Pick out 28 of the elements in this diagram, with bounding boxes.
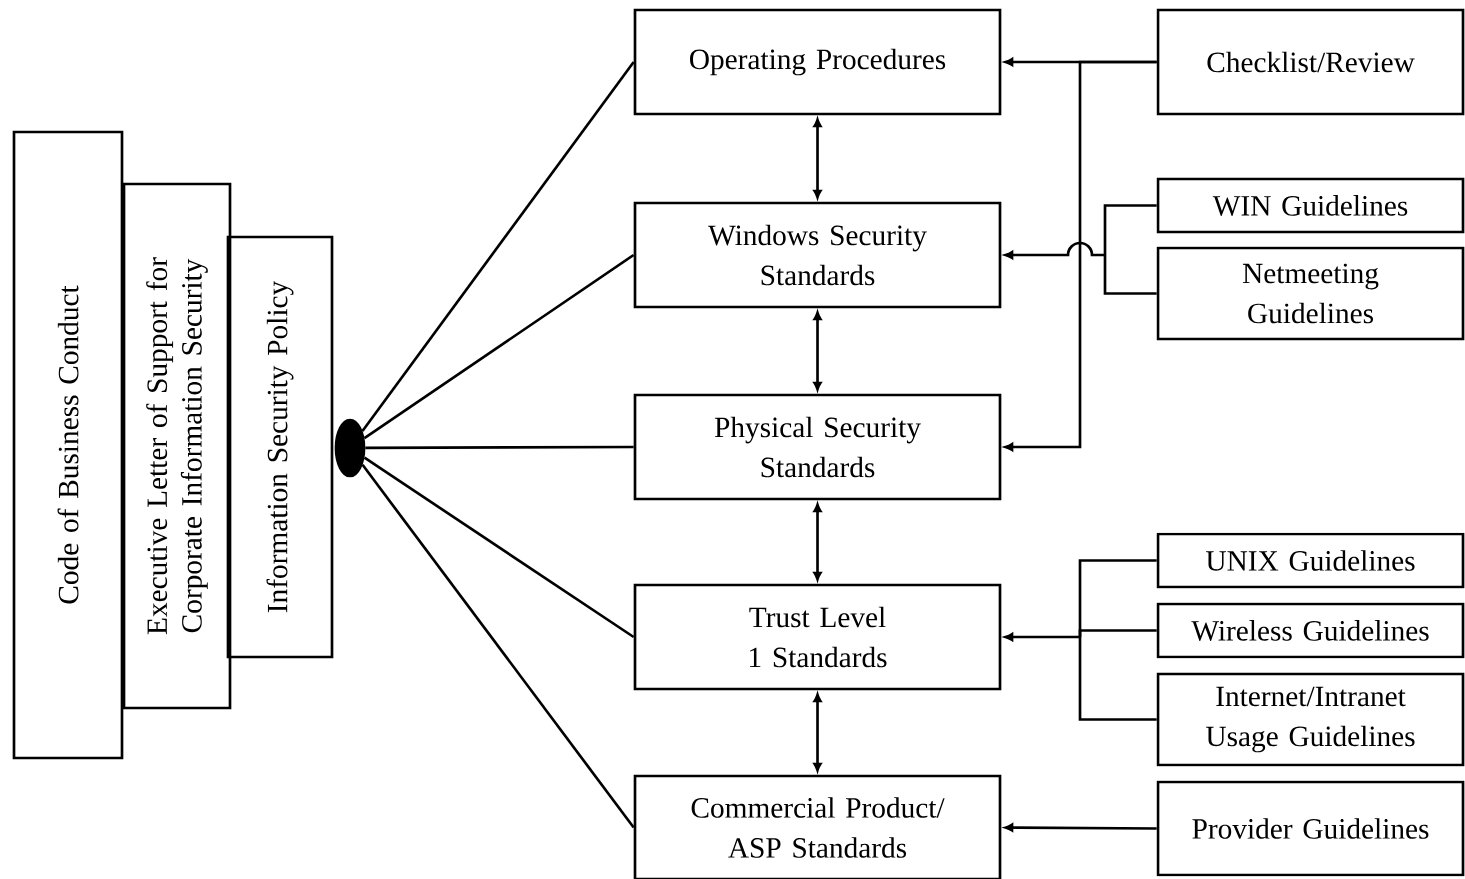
process-box: Netmeeting Guidelines [1156,246,1465,341]
process-box: Provider Guidelines [1156,780,1465,877]
arrow [1004,60,1157,452]
connector-line [1078,637,1157,721]
arrow [1004,241,1105,260]
process-box: Operating Procedures [633,8,1002,116]
arrow [1004,632,1080,642]
connector-line [361,464,635,829]
process-box: Windows Security Standards [633,201,1002,309]
process-box: Checklist/Review [1156,8,1465,116]
process-box: Physical Security Standards [633,393,1002,501]
connector-line [363,253,635,440]
vertical-box: Code of Business Conduct [12,130,124,760]
vertical-box: Information Security Policy [226,235,334,659]
process-box: Internet/Intranet Usage Guidelines [1156,672,1465,767]
junction-dot [334,418,366,478]
process-box: Commercial Product/ ASP Standards [633,774,1002,879]
process-box: Wireless Guidelines [1156,602,1465,659]
connector-line [1103,204,1157,255]
connector-line [361,61,635,432]
connector-line [365,445,634,450]
connector-line [363,456,635,639]
process-box: Trust Level 1 Standards [633,583,1002,691]
vertical-box: Executive Letter of Support for Corporate Information Security [122,182,232,710]
process-box: UNIX Guidelines [1156,532,1465,589]
connector-line [1078,629,1157,637]
connector-line [1103,255,1157,295]
process-box: WIN Guidelines [1156,177,1465,234]
